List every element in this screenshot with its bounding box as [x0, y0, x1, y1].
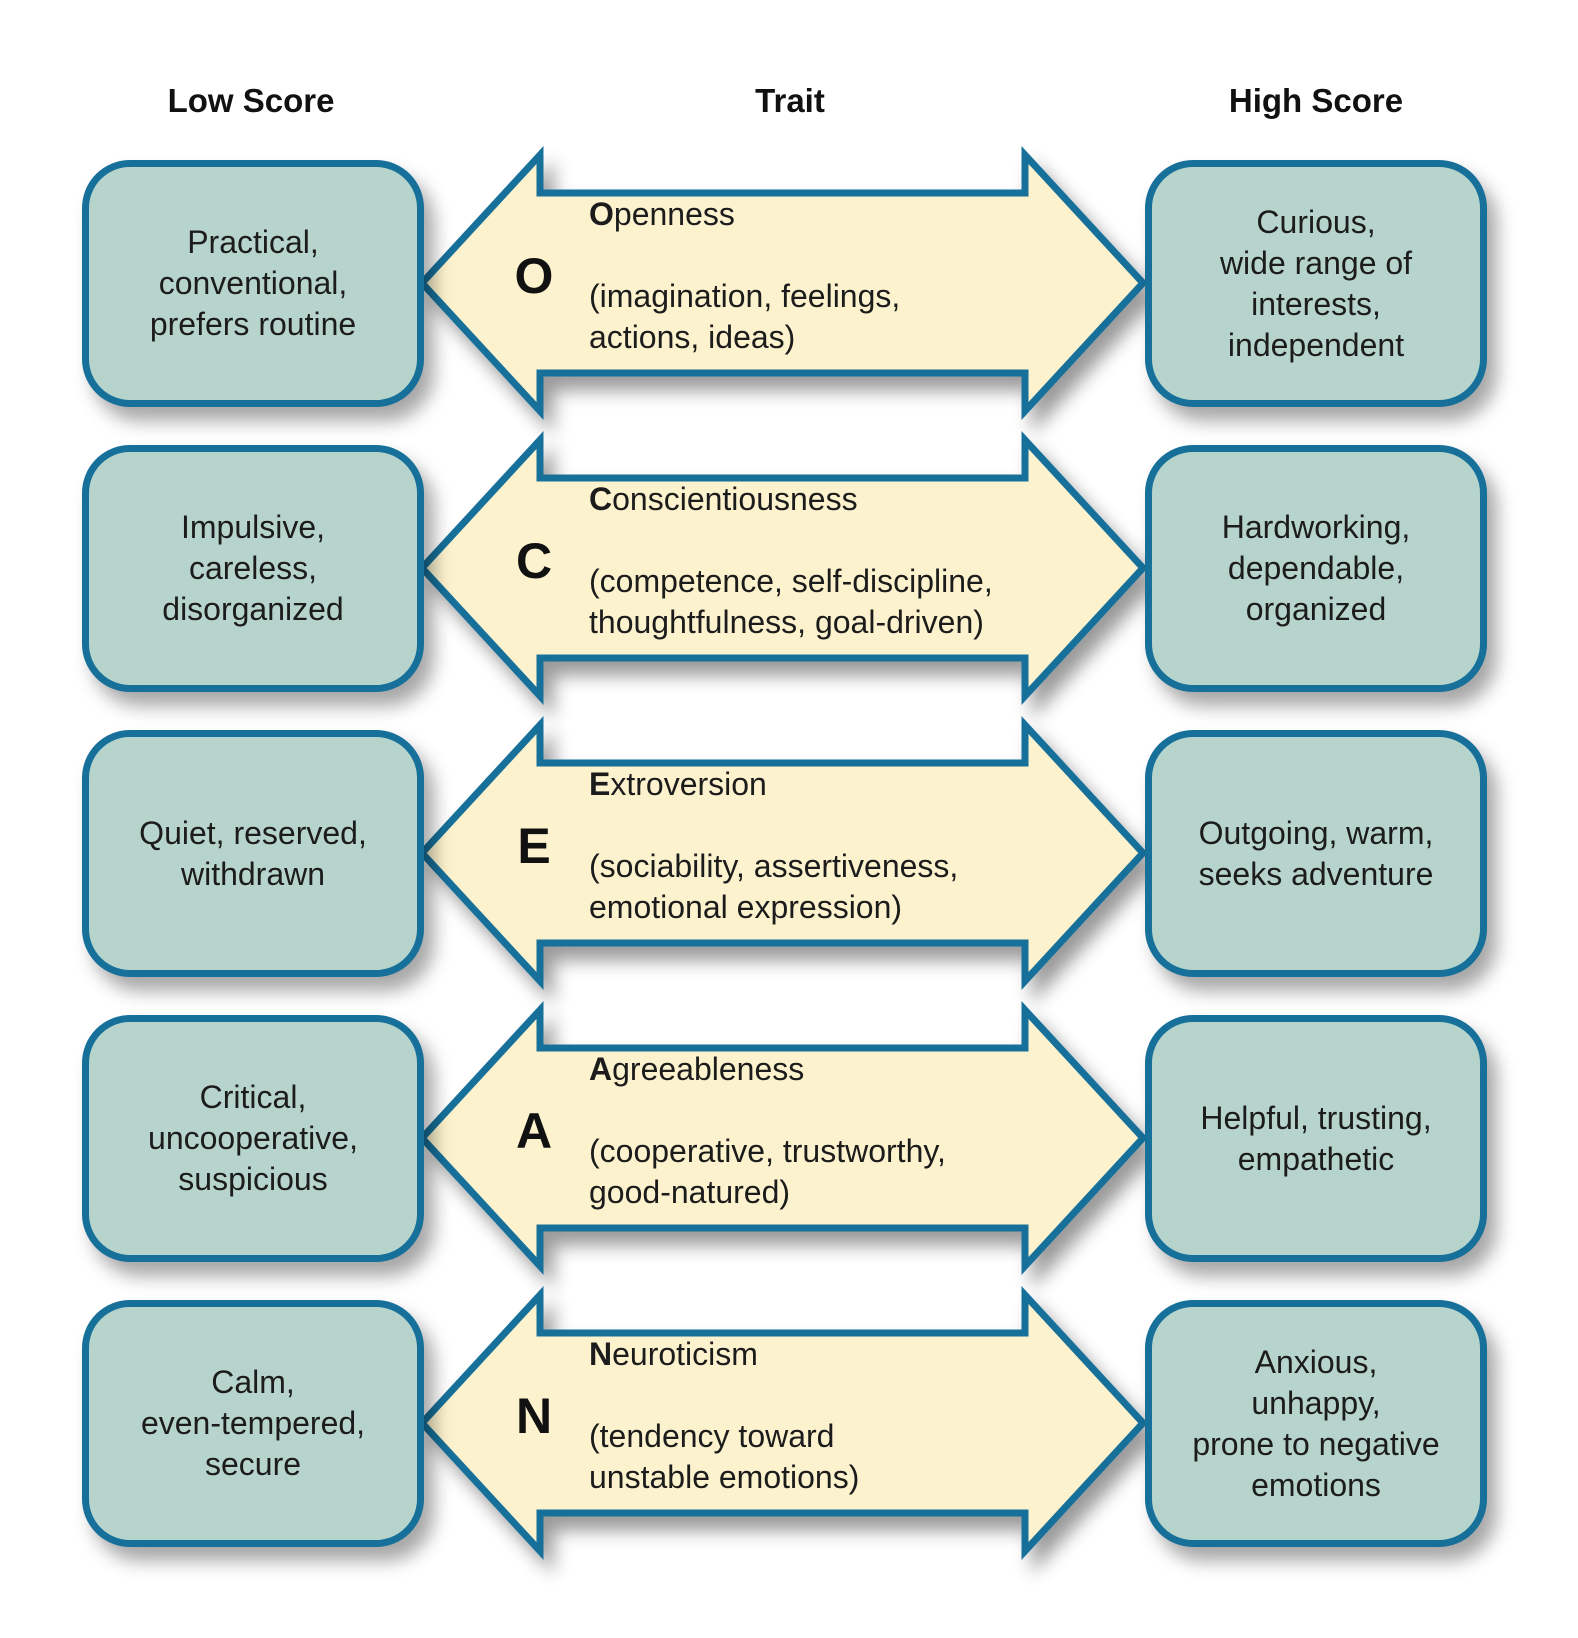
- trait-name-initial: C: [589, 481, 613, 517]
- trait-name: Agreeableness: [589, 1049, 946, 1090]
- trait-letter: N: [515, 1388, 553, 1444]
- trait-facets: (tendency toward unstable emotions): [589, 1418, 860, 1495]
- trait-letter: A: [515, 1103, 553, 1159]
- trait-description: Openness (imagination, feelings, actions…: [589, 153, 900, 399]
- trait-name: Conscientiousness: [589, 479, 993, 520]
- column-header-high-score: High Score: [1228, 82, 1404, 119]
- high-score-box-o: Curious, wide range of interests, indepe…: [1145, 160, 1487, 407]
- low-score-text: Critical, uncooperative, suspicious: [148, 1079, 358, 1197]
- trait-letter: E: [517, 818, 551, 874]
- trait-label-a: A Agreeableness (cooperative, trustworth…: [505, 1051, 946, 1210]
- trait-facets: (cooperative, trustworthy, good-natured): [589, 1133, 946, 1210]
- trait-facets: (competence, self-discipline, thoughtful…: [589, 563, 993, 640]
- trait-description: Agreeableness (cooperative, trustworthy,…: [589, 1008, 946, 1254]
- low-score-box-c: Impulsive, careless, disorganized: [82, 445, 424, 692]
- low-score-box-o: Practical, conventional, prefers routine: [82, 160, 424, 407]
- trait-facets: (sociability, assertiveness, emotional e…: [589, 848, 959, 925]
- trait-name-initial: O: [589, 196, 614, 232]
- trait-description: Neuroticism (tendency toward unstable em…: [589, 1293, 859, 1539]
- low-score-text: Practical, conventional, prefers routine: [149, 224, 357, 342]
- trait-name-rest: onscientiousness: [612, 481, 858, 517]
- low-score-text: Quiet, reserved, withdrawn: [139, 814, 367, 892]
- trait-label-c: C Conscientiousness (competence, self-di…: [505, 481, 993, 640]
- double-arrow-c: [417, 431, 1148, 705]
- trait-letter: C: [515, 533, 553, 589]
- trait-description: Extroversion (sociability, assertiveness…: [589, 723, 958, 969]
- low-score-text: Calm, even-tempered, secure: [140, 1364, 366, 1482]
- double-arrow-a: [417, 1001, 1148, 1275]
- trait-name-initial: E: [589, 766, 611, 802]
- trait-name-rest: euroticism: [612, 1336, 758, 1372]
- high-score-text: Outgoing, warm, seeks adventure: [1198, 814, 1434, 892]
- high-score-box-a: Helpful, trusting, empathetic: [1145, 1015, 1487, 1262]
- high-score-text: Helpful, trusting, empathetic: [1200, 1099, 1432, 1177]
- trait-name-rest: greeableness: [612, 1051, 805, 1087]
- trait-label-n: N Neuroticism (tendency toward unstable …: [505, 1336, 859, 1495]
- trait-description: Conscientiousness (competence, self-disc…: [589, 438, 993, 684]
- low-score-text: Impulsive, careless, disorganized: [162, 509, 344, 627]
- trait-name-initial: A: [589, 1051, 613, 1087]
- double-arrow-o: [417, 146, 1148, 420]
- trait-name: Neuroticism: [589, 1334, 859, 1375]
- low-score-box-e: Quiet, reserved, withdrawn: [82, 730, 424, 977]
- trait-name-rest: penness: [613, 196, 735, 232]
- trait-name-initial: N: [589, 1336, 613, 1372]
- trait-facets: (imagination, feelings, actions, ideas): [589, 278, 901, 355]
- high-score-box-n: Anxious, unhappy, prone to negative emot…: [1145, 1300, 1487, 1547]
- high-score-box-e: Outgoing, warm, seeks adventure: [1145, 730, 1487, 977]
- low-score-box-n: Calm, even-tempered, secure: [82, 1300, 424, 1547]
- column-header-low-score: Low Score: [167, 82, 335, 119]
- low-score-box-a: Critical, uncooperative, suspicious: [82, 1015, 424, 1262]
- trait-label-o: O Openness (imagination, feelings, actio…: [505, 196, 901, 355]
- trait-name: Extroversion: [589, 764, 958, 805]
- trait-label-e: E Extroversion (sociability, assertivene…: [505, 766, 958, 925]
- trait-letter: O: [514, 248, 554, 304]
- double-arrow-e: [417, 716, 1148, 990]
- high-score-text: Hardworking, dependable, organized: [1221, 509, 1411, 627]
- high-score-box-c: Hardworking, dependable, organized: [1145, 445, 1487, 692]
- double-arrow-n: [417, 1286, 1148, 1560]
- high-score-text: Anxious, unhappy, prone to negative emot…: [1192, 1343, 1440, 1503]
- column-header-trait: Trait: [755, 82, 825, 119]
- high-score-text: Curious, wide range of interests, indepe…: [1219, 203, 1413, 363]
- trait-name-rest: xtroversion: [610, 766, 767, 802]
- trait-name: Openness: [589, 194, 900, 235]
